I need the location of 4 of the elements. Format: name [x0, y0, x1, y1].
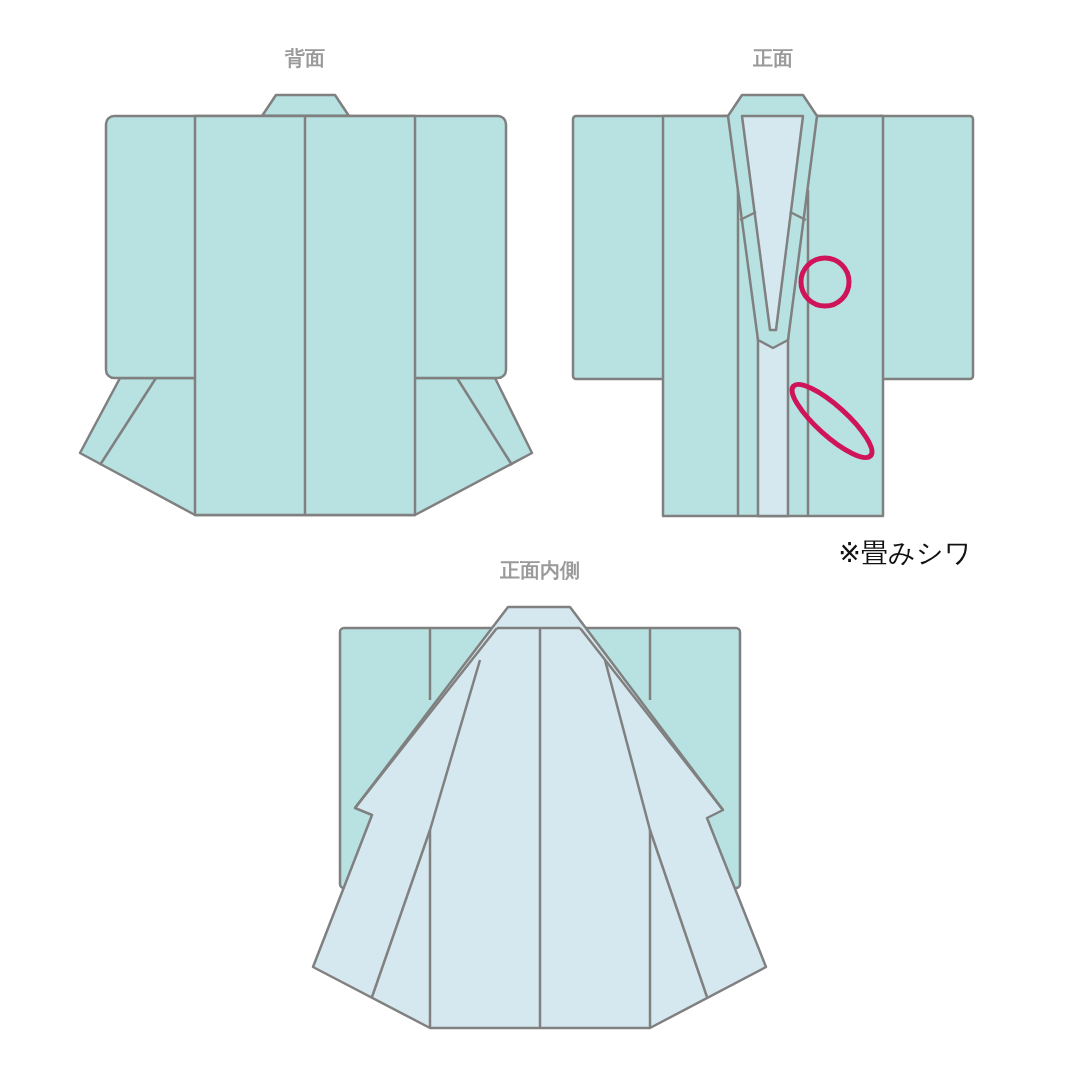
note-text: ※畳みシワ	[838, 536, 972, 570]
view-title: 背面	[285, 45, 325, 72]
view-title: 正面	[753, 45, 793, 72]
view-title: 正面内側	[500, 557, 580, 584]
